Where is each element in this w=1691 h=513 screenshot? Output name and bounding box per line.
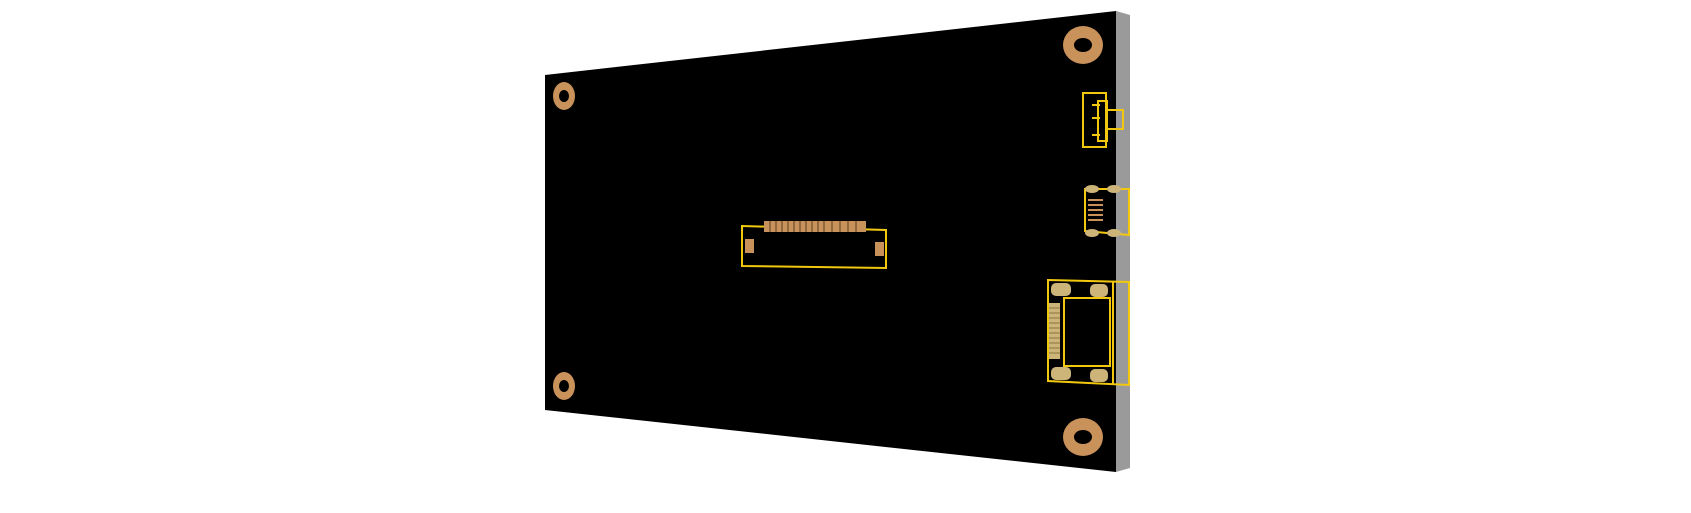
small-connector	[1082, 92, 1124, 148]
pcb-board	[545, 11, 1116, 472]
usb-connector	[1084, 185, 1130, 237]
mounting-hole-bottom-right	[1063, 418, 1103, 456]
mounting-hole-top-left	[553, 82, 575, 110]
mounting-hole-top-right	[1063, 26, 1103, 64]
card-connector	[1047, 278, 1130, 387]
mounting-hole-bottom-left	[553, 372, 575, 400]
board-edge	[1116, 11, 1130, 472]
fpc-connector	[741, 221, 887, 270]
